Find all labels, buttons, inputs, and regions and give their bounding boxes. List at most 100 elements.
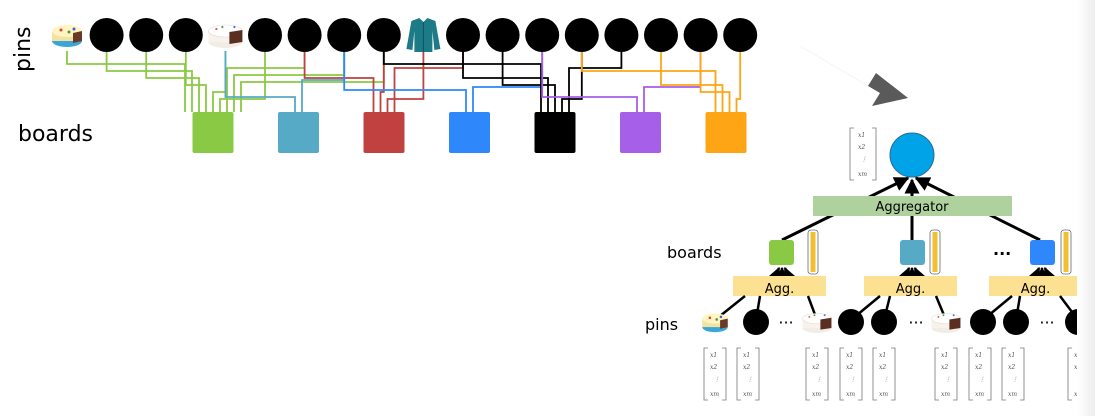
agg-label: Agg. — [1021, 282, 1051, 297]
embedding-bracket — [1060, 229, 1072, 275]
edge-green — [240, 51, 385, 112]
board-node-green — [769, 240, 794, 265]
board-orange — [705, 112, 747, 153]
edge-red — [393, 51, 464, 112]
pins-ellipsis: ··· — [778, 313, 793, 332]
right-boards-label: boards — [667, 243, 722, 262]
edge-blue — [343, 51, 467, 112]
pins-row — [52, 18, 758, 52]
svg-text:x2: x2 — [710, 364, 717, 371]
cake-icon — [52, 25, 82, 47]
feature-vector: x1 x2 ⋮ xm — [703, 347, 727, 401]
cake-icon — [702, 313, 728, 333]
svg-text:x1: x1 — [710, 352, 717, 359]
pin-board-edges — [66, 51, 742, 112]
agg-label: Agg. — [765, 282, 795, 297]
cake-slice-icon — [802, 313, 832, 334]
svg-text:⋮: ⋮ — [714, 376, 720, 383]
svg-text:x2: x2 — [743, 364, 750, 371]
agg-boxes: Agg. Agg. Agg. — [733, 266, 1082, 297]
edge-teal — [224, 51, 296, 112]
aggregator-label: Aggregator — [875, 200, 949, 215]
svg-text:x1: x1 — [858, 132, 865, 139]
embedding-bar — [810, 232, 816, 272]
edge-red — [386, 51, 425, 112]
edge-black — [561, 51, 583, 112]
svg-text:xm: xm — [1008, 391, 1017, 398]
svg-text:x1: x1 — [879, 352, 886, 359]
pins-ellipsis: ··· — [908, 313, 923, 332]
board-teal — [278, 112, 319, 153]
embedding-bar — [1063, 232, 1069, 272]
svg-text:x1: x1 — [743, 352, 750, 359]
edge-black — [568, 51, 623, 112]
pin-node — [366, 18, 401, 52]
pin-node — [564, 18, 599, 52]
transform-arrow-icon — [795, 43, 908, 106]
svg-text:xm: xm — [858, 171, 867, 178]
pin-node — [248, 18, 282, 52]
svg-text:⋮: ⋮ — [1012, 376, 1018, 383]
svg-text:x2: x2 — [846, 364, 853, 371]
board-red — [363, 112, 405, 153]
edge-purple — [541, 51, 638, 112]
svg-text:x1: x1 — [812, 352, 819, 359]
aggregator-box — [813, 196, 1012, 216]
svg-text:x2: x2 — [879, 364, 886, 371]
svg-text:xm: xm — [941, 391, 950, 398]
edge-green — [66, 51, 186, 112]
svg-text:x1: x1 — [941, 352, 948, 359]
pin-node — [525, 18, 560, 52]
svg-text:xm: xm — [879, 391, 888, 398]
svg-text:xm: xm — [846, 391, 855, 398]
edge-black — [462, 51, 549, 112]
svg-text:x2: x2 — [1008, 364, 1015, 371]
svg-text:⋮: ⋮ — [945, 376, 951, 383]
pin-node — [485, 18, 520, 52]
pin-node — [89, 18, 124, 52]
pin-node — [287, 18, 322, 52]
svg-text:xm: xm — [710, 391, 719, 398]
edge-orange — [580, 51, 717, 112]
embedding-bar — [932, 232, 938, 272]
pin-node — [683, 18, 718, 52]
boards-label: boards — [18, 122, 93, 147]
edge-orange — [735, 51, 742, 112]
pins-ellipsis: ··· — [1039, 313, 1054, 332]
pin-node — [743, 309, 769, 335]
svg-text:x2: x2 — [975, 364, 982, 371]
agg-box — [733, 276, 826, 296]
pin-node — [604, 18, 639, 52]
board-green — [192, 112, 234, 153]
svg-text:x2: x2 — [812, 364, 819, 371]
board-node-teal — [900, 240, 925, 265]
svg-text:x1: x1 — [975, 352, 982, 359]
top-feature-vector: x1 x2 ⋮ xm — [849, 127, 877, 181]
right-pins-row: ··· ··· ··· — [702, 295, 1091, 335]
right-panel: x1 x2 ⋮ xm Aggregator boards pins ··· Ag… — [645, 127, 1091, 401]
board-node-blue — [1030, 240, 1055, 265]
jacket-icon — [406, 18, 441, 52]
edge-orange — [699, 51, 731, 112]
embedding-bracket — [807, 229, 819, 275]
edge-green — [184, 51, 207, 112]
pin-feature-vectors: x1x2⋮xmx1x2⋮xmx1x2⋮xmx1x2⋮xmx1x2⋮xmx1x2⋮… — [703, 347, 1091, 401]
svg-text:x2: x2 — [858, 144, 865, 151]
agg-label: Agg. — [896, 282, 926, 297]
boards-row — [192, 112, 747, 153]
pin-node — [1003, 309, 1029, 335]
edge-purple — [643, 51, 702, 112]
board-purple — [620, 112, 661, 153]
svg-text:⋮: ⋮ — [979, 376, 985, 383]
embedding-bracket — [929, 229, 941, 275]
target-node — [889, 132, 935, 178]
edge-green — [105, 51, 193, 112]
boards-ellipsis: ··· — [993, 244, 1011, 263]
